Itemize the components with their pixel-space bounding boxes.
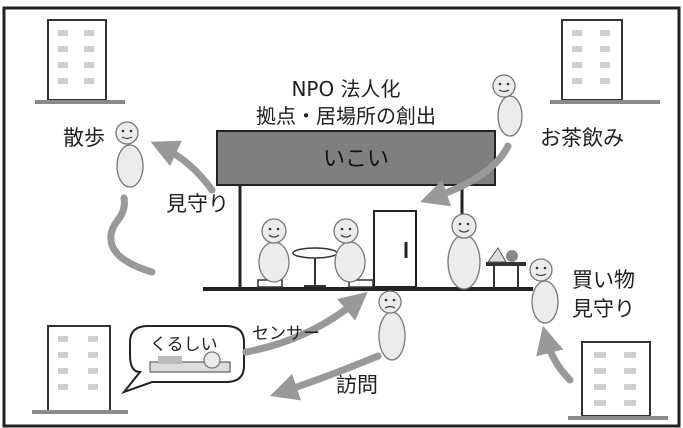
hub-sign-label: いこい <box>323 147 389 172</box>
arrow-walk-loop <box>107 194 156 276</box>
hub-building: いこい <box>203 130 533 291</box>
door <box>373 210 417 288</box>
bed <box>149 361 231 373</box>
fruit-icon <box>506 250 518 262</box>
label-walk: 散歩 <box>63 126 105 150</box>
header-line-1: NPO 法人化 <box>291 77 400 101</box>
building-top-left <box>35 19 125 104</box>
hub-roof-sign <box>216 130 496 186</box>
label-tea: お茶飲み <box>540 126 624 150</box>
header-line-2: 拠点・居場所の創出 <box>256 104 436 128</box>
shopping-person <box>529 258 559 324</box>
label-sensor: センサー <box>252 324 320 344</box>
seated-person-left <box>258 218 290 283</box>
label-shopping: 買い物 <box>572 268 635 292</box>
hub-floor <box>203 287 533 291</box>
shopkeeper-person <box>447 213 481 290</box>
arrow-visit <box>270 352 382 401</box>
cafe-table <box>292 247 338 259</box>
shop-counter <box>486 262 526 266</box>
speech-bubble: くるしい <box>121 325 245 395</box>
arrow-sensor <box>242 291 368 356</box>
walking-person <box>115 121 144 188</box>
building-bottom-left <box>32 325 128 414</box>
label-shopping-watch: 見守り <box>572 297 635 321</box>
building-bottom-right <box>568 341 668 420</box>
arrow-hub-to-walk <box>150 140 216 194</box>
speech-text: くるしい <box>150 335 218 355</box>
arrow-tea-to-hub <box>420 142 512 207</box>
building-top-right <box>550 19 660 104</box>
seated-person-right <box>333 218 366 283</box>
bottle-icon <box>487 247 507 263</box>
frame <box>2 6 681 428</box>
label-visit: 訪問 <box>336 373 378 397</box>
visiting-person <box>378 290 406 361</box>
tea-person <box>492 74 523 137</box>
label-watch-left: 見守り <box>166 192 229 216</box>
arrow-shopping <box>536 325 574 384</box>
